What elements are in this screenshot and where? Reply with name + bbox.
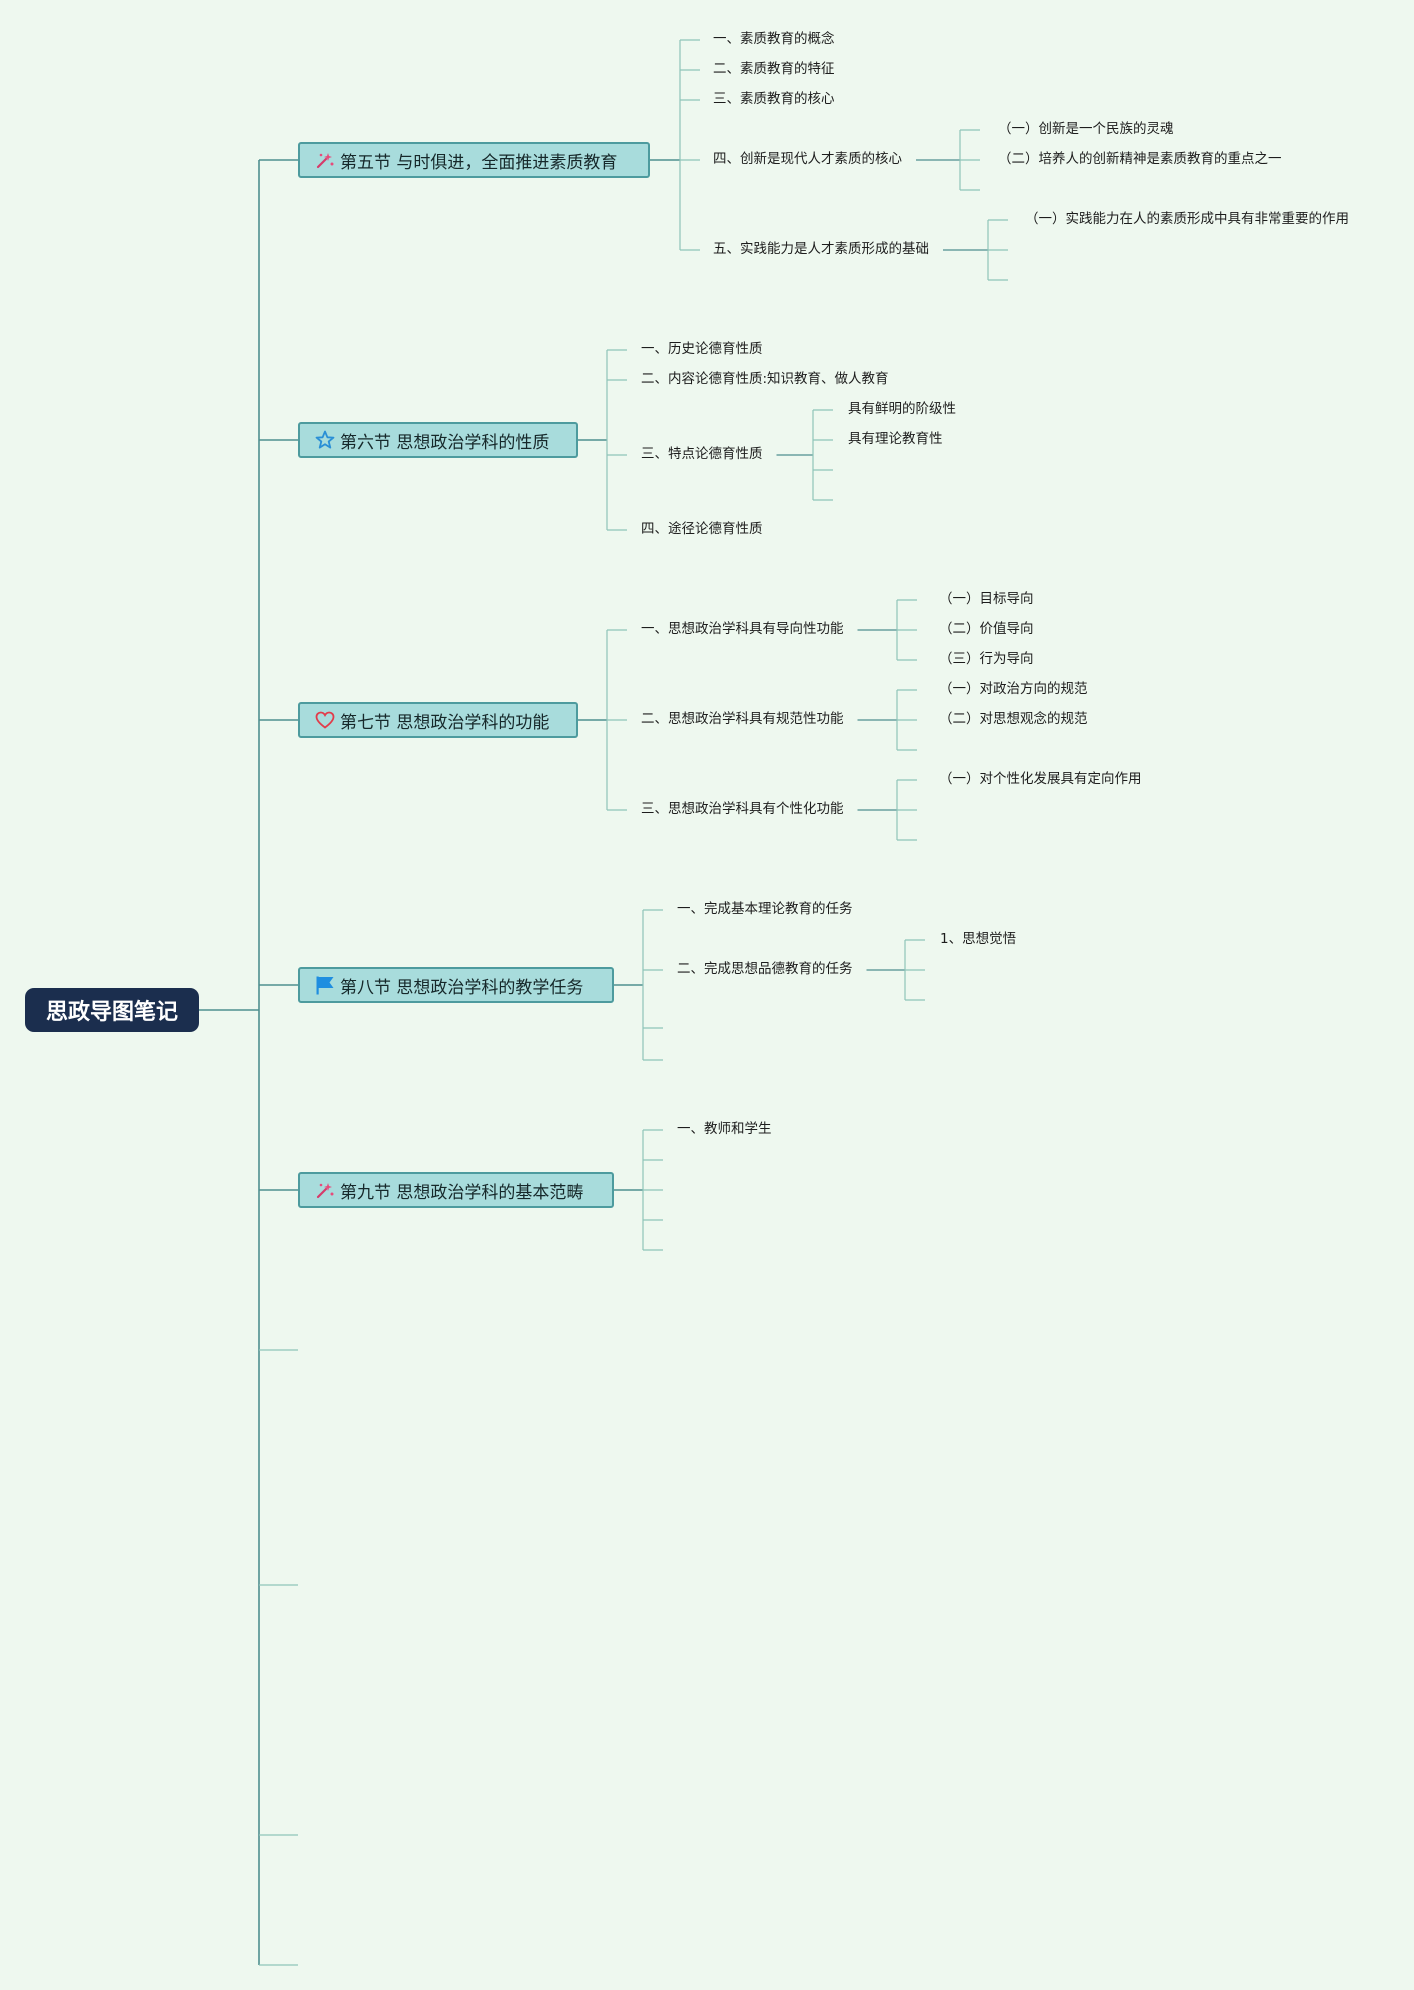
subtopic-item[interactable]: （一）实践能力在人的素质形成中具有非常重要的作用 bbox=[1025, 211, 1349, 227]
section-node[interactable]: 第七节 思想政治学科的功能 bbox=[298, 702, 578, 738]
topic-item[interactable]: 二、思想政治学科具有规范性功能 bbox=[641, 711, 844, 727]
subtopic-item[interactable]: （三）行为导向 bbox=[939, 651, 1034, 667]
flag-icon bbox=[314, 974, 336, 996]
topic-item[interactable]: 一、素质教育的概念 bbox=[713, 31, 835, 47]
subtopic-item[interactable]: （一）目标导向 bbox=[939, 591, 1034, 607]
topic-item[interactable]: 四、创新是现代人才素质的核心 bbox=[713, 151, 902, 167]
topic-item[interactable]: 二、内容论德育性质:知识教育、做人教育 bbox=[641, 371, 889, 387]
section-node[interactable]: 第五节 与时俱进，全面推进素质教育 bbox=[298, 142, 650, 178]
subtopic-item[interactable]: 具有鲜明的阶级性 bbox=[848, 401, 956, 417]
heart-icon bbox=[314, 709, 336, 731]
topic-item[interactable]: 一、完成基本理论教育的任务 bbox=[677, 901, 853, 917]
section-title: 第五节 与时俱进，全面推进素质教育 bbox=[340, 152, 618, 173]
subtopic-item[interactable]: （二）价值导向 bbox=[939, 621, 1034, 637]
topic-item[interactable]: 三、特点论德育性质 bbox=[641, 446, 763, 462]
topic-item[interactable]: 三、素质教育的核心 bbox=[713, 91, 835, 107]
section-title: 第八节 思想政治学科的教学任务 bbox=[340, 977, 584, 998]
section-node[interactable]: 第九节 思想政治学科的基本范畴 bbox=[298, 1172, 614, 1208]
subtopic-item[interactable]: 1、思想觉悟 bbox=[940, 931, 1017, 947]
subtopic-item[interactable]: 具有理论教育性 bbox=[848, 431, 943, 447]
subtopic-item[interactable]: （二）培养人的创新精神是素质教育的重点之一 bbox=[998, 151, 1282, 167]
section-node[interactable]: 第八节 思想政治学科的教学任务 bbox=[298, 967, 614, 1003]
sparkle-icon bbox=[314, 1179, 336, 1201]
topic-item[interactable]: 一、教师和学生 bbox=[677, 1121, 772, 1137]
subtopic-item[interactable]: （一）对个性化发展具有定向作用 bbox=[939, 771, 1142, 787]
section-title: 第六节 思想政治学科的性质 bbox=[340, 432, 550, 453]
topic-item[interactable]: 三、思想政治学科具有个性化功能 bbox=[641, 801, 844, 817]
section-title: 第九节 思想政治学科的基本范畴 bbox=[340, 1182, 584, 1203]
topic-item[interactable]: 四、途径论德育性质 bbox=[641, 521, 763, 537]
topic-item[interactable]: 一、历史论德育性质 bbox=[641, 341, 763, 357]
subtopic-item[interactable]: （二）对思想观念的规范 bbox=[939, 711, 1088, 727]
sparkle-icon bbox=[314, 149, 336, 171]
section-node[interactable]: 第六节 思想政治学科的性质 bbox=[298, 422, 578, 458]
topic-item[interactable]: 一、思想政治学科具有导向性功能 bbox=[641, 621, 844, 637]
topic-item[interactable]: 二、素质教育的特征 bbox=[713, 61, 835, 77]
subtopic-item[interactable]: （一）对政治方向的规范 bbox=[939, 681, 1088, 697]
subtopic-item[interactable]: （一）创新是一个民族的灵魂 bbox=[998, 121, 1174, 137]
star-icon bbox=[314, 429, 336, 451]
topic-item[interactable]: 五、实践能力是人才素质形成的基础 bbox=[713, 241, 929, 257]
topic-item[interactable]: 二、完成思想品德教育的任务 bbox=[677, 961, 853, 977]
section-title: 第七节 思想政治学科的功能 bbox=[340, 712, 550, 733]
root-node[interactable]: 思政导图笔记 bbox=[25, 988, 199, 1032]
